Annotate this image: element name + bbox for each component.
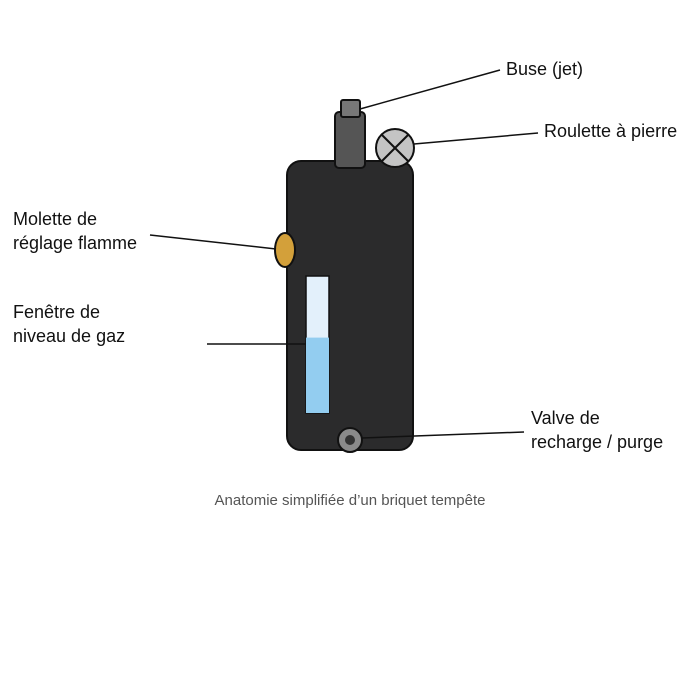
leader-nozzle [359,69,501,110]
leader-flame-adjust [149,234,277,250]
diagram-caption: Anatomie simplifiée d’un briquet tempête [215,492,486,509]
label-nozzle: Buse (jet) [506,59,583,79]
nozzle-tip [340,99,361,118]
label-gas-window: Fenêtre de niveau de gaz [13,302,125,346]
label-flame-adjust: Molette de réglage flamme [13,209,137,253]
flint-wheel [375,128,415,168]
leader-flint-wheel [413,132,539,145]
gas-level-fill [306,337,329,413]
leader-refill-valve [361,431,525,439]
refill-valve [337,427,363,453]
flame-adjust-knob [274,232,296,268]
label-flint-wheel: Roulette à pierre [544,121,677,141]
nozzle-base [334,111,366,169]
label-refill-valve: Valve de recharge / purge [531,408,663,452]
